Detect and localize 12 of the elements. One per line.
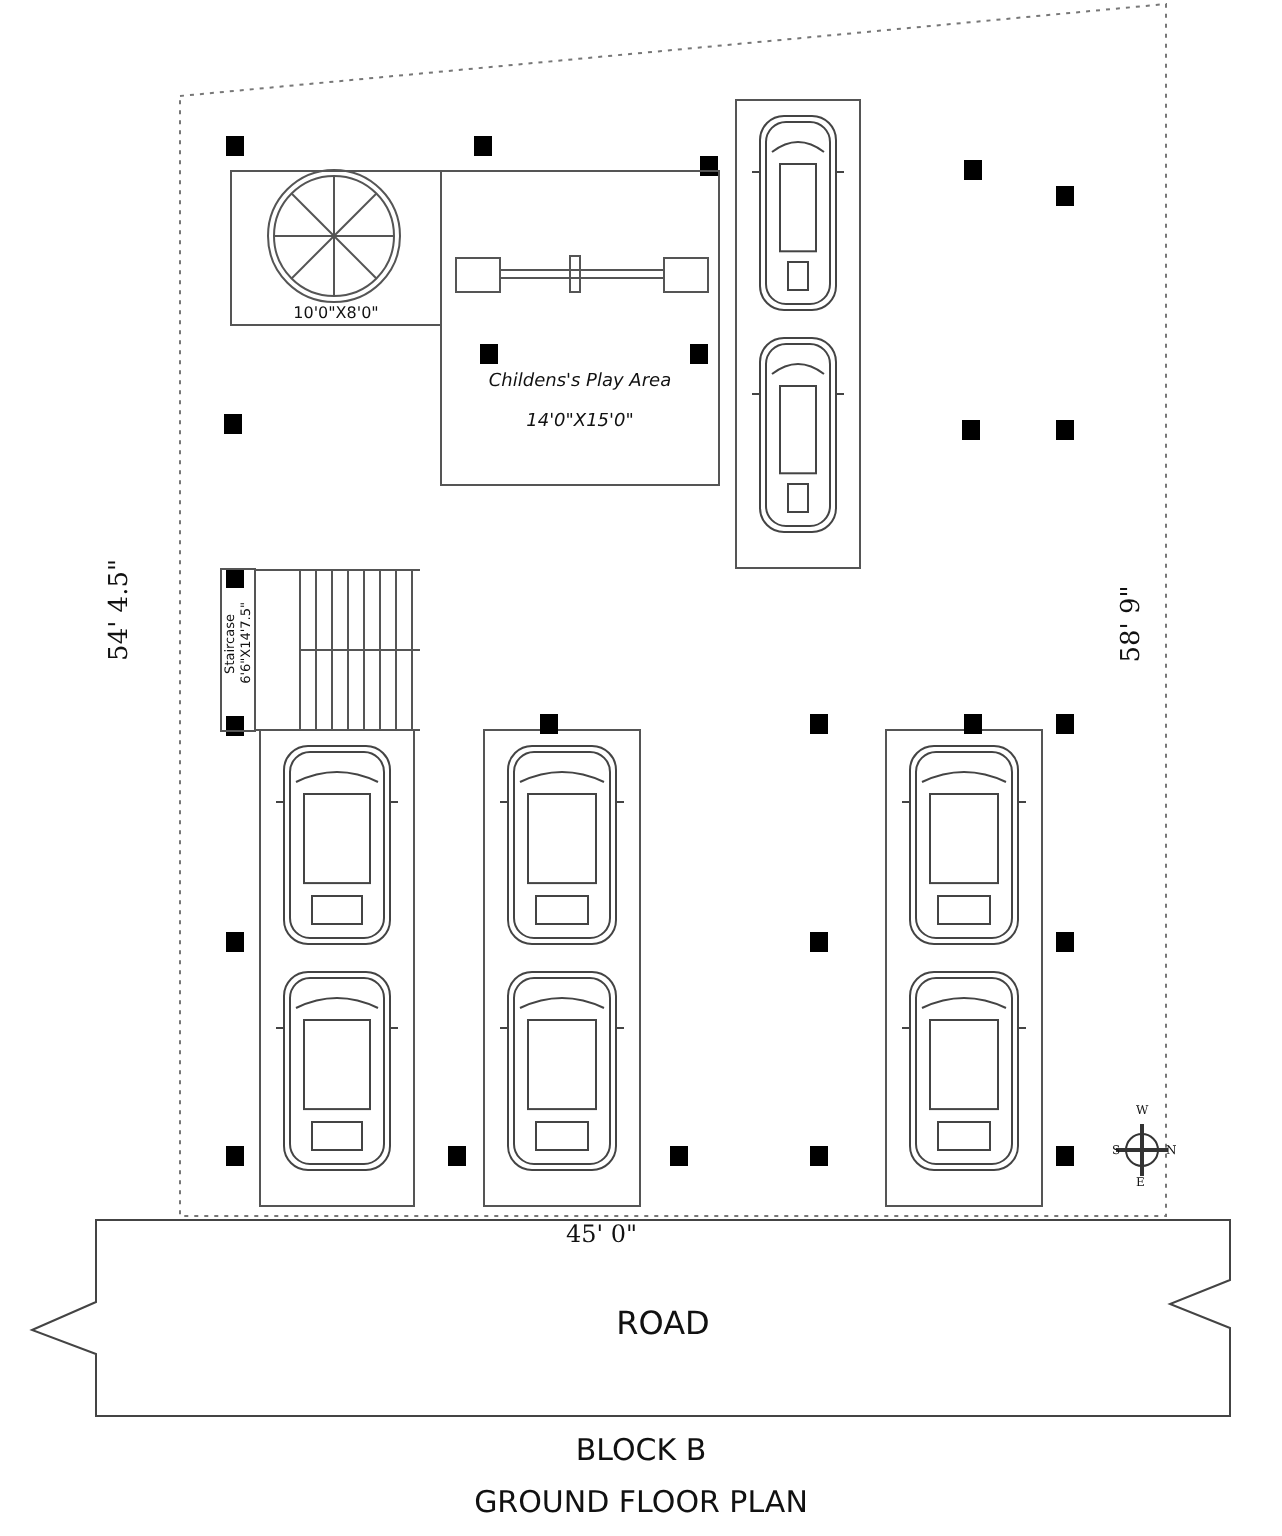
- play-area: [440, 170, 720, 486]
- plan-caption: GROUND FLOOR PLAN: [472, 1484, 810, 1520]
- dimension-label: 45' 0": [566, 1220, 638, 1248]
- area-name: Childens's Play Area: [486, 372, 674, 392]
- staircase-area: [220, 568, 256, 732]
- spiral-stair-area: [230, 170, 442, 326]
- dimension-text: 10'0"X8'0": [291, 304, 381, 322]
- dimension-label: 58' 9": [1117, 585, 1147, 663]
- road-label: ROAD: [614, 1304, 712, 1342]
- dimension-text: 14'0"X15'0": [524, 412, 636, 432]
- plan-title: BLOCK B: [573, 1432, 709, 1468]
- dimension-label: 54' 4.5": [105, 559, 135, 661]
